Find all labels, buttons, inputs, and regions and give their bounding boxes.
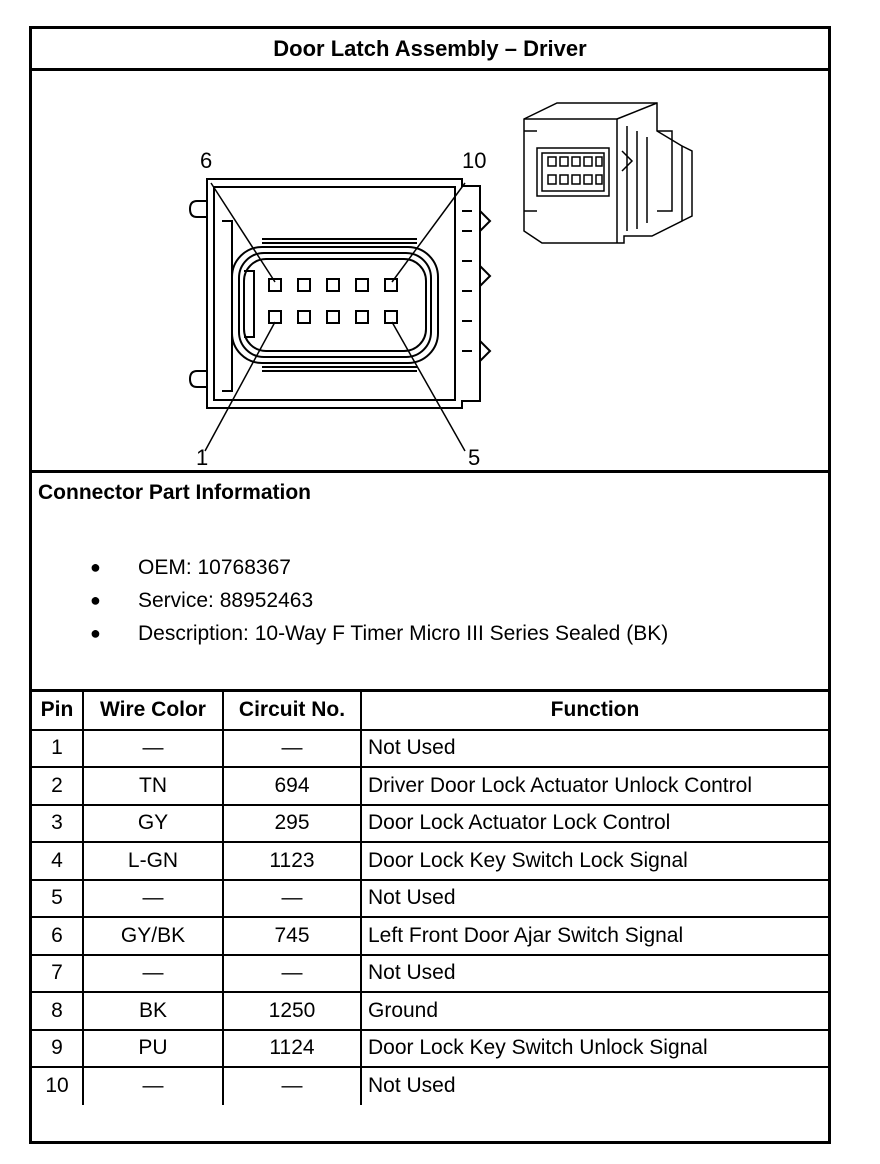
oem-part-number: OEM: 10768367 xyxy=(138,556,291,579)
pin-leader-lines xyxy=(204,182,466,452)
wire-color-cell: — xyxy=(82,728,224,768)
connector-info-heading: Connector Part Information xyxy=(38,481,312,504)
pinout-table: Pin Wire Color Circuit No. Function 1 — … xyxy=(32,692,828,1105)
table-header-row: Pin Wire Color Circuit No. Function xyxy=(32,692,828,731)
connector-isometric-view xyxy=(523,102,693,244)
function-cell: Not Used xyxy=(360,953,828,993)
connector-face-diagram: 6 10 1 5 xyxy=(188,102,693,470)
function-cell: Door Lock Key Switch Lock Signal xyxy=(360,841,828,881)
bullet-icon: ● xyxy=(90,590,101,610)
wire-color-cell: — xyxy=(82,878,224,918)
circuit-cell: — xyxy=(222,1066,362,1105)
circuit-cell: — xyxy=(222,878,362,918)
pin-cell: 2 xyxy=(32,766,84,806)
table-row: 9 PU 1124 Door Lock Key Switch Unlock Si… xyxy=(32,1028,828,1068)
function-cell: Not Used xyxy=(360,1066,828,1105)
circuit-cell: — xyxy=(222,728,362,768)
table-row: 6 GY/BK 745 Left Front Door Ajar Switch … xyxy=(32,916,828,956)
service-part-number: Service: 88952463 xyxy=(138,589,314,612)
wire-color-cell: GY xyxy=(82,803,224,843)
function-cell: Driver Door Lock Actuator Unlock Control xyxy=(360,766,828,806)
header-pin: Pin xyxy=(32,692,84,731)
table-row: 4 L-GN 1123 Door Lock Key Switch Lock Si… xyxy=(32,841,828,881)
pin-cell: 4 xyxy=(32,841,84,881)
function-cell: Door Lock Actuator Lock Control xyxy=(360,803,828,843)
pin-cell: 10 xyxy=(32,1066,84,1105)
bullet-icon: ● xyxy=(90,623,101,643)
connector-part-information: Connector Part Information ● OEM: 1076836… xyxy=(32,473,828,692)
circuit-cell: 1123 xyxy=(222,841,362,881)
circuit-cell: 1124 xyxy=(222,1028,362,1068)
function-cell: Left Front Door Ajar Switch Signal xyxy=(360,916,828,956)
wire-color-cell: — xyxy=(82,1066,224,1105)
circuit-cell: 1250 xyxy=(222,991,362,1031)
table-row: 7 — — Not Used xyxy=(32,953,828,993)
circuit-cell: 745 xyxy=(222,916,362,956)
header-wire-color: Wire Color xyxy=(82,692,224,731)
table-row: 8 BK 1250 Ground xyxy=(32,991,828,1031)
wire-color-cell: — xyxy=(82,953,224,993)
circuit-cell: 694 xyxy=(222,766,362,806)
table-row: 2 TN 694 Driver Door Lock Actuator Unloc… xyxy=(32,766,828,806)
wire-color-cell: BK xyxy=(82,991,224,1031)
pin-cell: 9 xyxy=(32,1028,84,1068)
table-row: 3 GY 295 Door Lock Actuator Lock Control xyxy=(32,803,828,843)
pin-cell: 7 xyxy=(32,953,84,993)
pin-cell: 1 xyxy=(32,728,84,768)
pin-cell: 8 xyxy=(32,991,84,1031)
table-row: 5 — — Not Used xyxy=(32,878,828,918)
pin-cell: 5 xyxy=(32,878,84,918)
connector-figure: 6 10 1 5 xyxy=(32,71,828,473)
pin-callout-5: 5 xyxy=(468,445,480,470)
function-cell: Ground xyxy=(360,991,828,1031)
function-cell: Not Used xyxy=(360,728,828,768)
wire-color-cell: PU xyxy=(82,1028,224,1068)
circuit-cell: — xyxy=(222,953,362,993)
pin-cell: 6 xyxy=(32,916,84,956)
pin-cell: 3 xyxy=(32,803,84,843)
page-title: Door Latch Assembly – Driver xyxy=(32,29,828,71)
function-cell: Not Used xyxy=(360,878,828,918)
connector-sheet: Door Latch Assembly – Driver xyxy=(29,26,831,1144)
header-circuit-no: Circuit No. xyxy=(222,692,362,731)
wire-color-cell: GY/BK xyxy=(82,916,224,956)
pin-callout-1: 1 xyxy=(196,445,208,470)
function-cell: Door Lock Key Switch Unlock Signal xyxy=(360,1028,828,1068)
connector-description: Description: 10-Way F Timer Micro III Se… xyxy=(138,622,669,645)
table-row: 1 — — Not Used xyxy=(32,728,828,768)
table-row: 10 — — Not Used xyxy=(32,1066,828,1105)
header-function: Function xyxy=(360,692,828,731)
bullet-icon: ● xyxy=(90,557,101,577)
connector-housing-outline xyxy=(206,178,481,409)
pin-grid xyxy=(268,278,398,324)
wire-color-cell: TN xyxy=(82,766,224,806)
wire-color-cell: L-GN xyxy=(82,841,224,881)
pin-callout-6: 6 xyxy=(200,148,212,173)
circuit-cell: 295 xyxy=(222,803,362,843)
pin-callout-10: 10 xyxy=(462,148,486,173)
